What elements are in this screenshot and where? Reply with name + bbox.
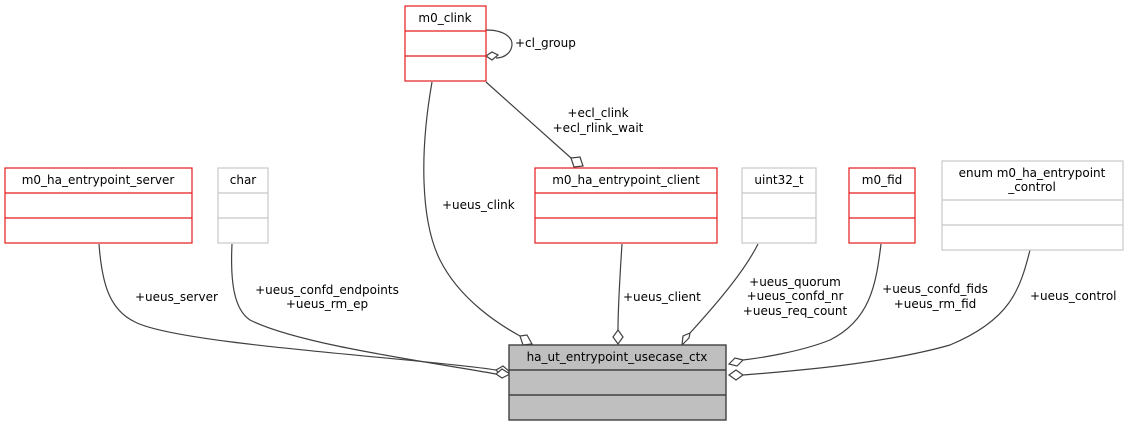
class-title-line-1: enum m0_ha_entrypoint: [959, 166, 1106, 180]
edge-client-diamond: [612, 328, 624, 346]
edge-cl-group-diamond: [484, 51, 500, 61]
edge-uint32-diamond: [681, 331, 691, 347]
edge-label-ueus-clink: +ueus_clink: [442, 198, 515, 212]
edge-uint32: [689, 243, 759, 334]
class-title-line-2: _control: [1007, 180, 1056, 194]
edge-fid-diamond: [727, 357, 745, 367]
edge-label-ueus-rm-fid: +ueus_rm_fid: [894, 297, 977, 311]
edge-label-ecl-rlink-wait: +ecl_rlink_wait: [553, 121, 644, 135]
class-m0-ha-entrypoint-client[interactable]: m0_ha_entrypoint_client: [534, 167, 718, 244]
class-m0-clink[interactable]: m0_clink: [404, 5, 487, 82]
edge-fid: [742, 243, 882, 361]
class-title: m0_clink: [418, 11, 471, 25]
edge-label-ueus-confd-endpoints: +ueus_confd_endpoints: [255, 283, 399, 297]
class-title: ha_ut_entrypoint_usecase_ctx: [527, 350, 708, 364]
class-title: m0_ha_entrypoint_client: [552, 173, 700, 187]
edge-label-ueus-client: +ueus_client: [623, 290, 701, 304]
edge-cl-group: [485, 29, 513, 59]
edge-label-ueus-control: +ueus_control: [1030, 289, 1117, 303]
edge-label-ueus-rm-ep: +ueus_rm_ep: [286, 297, 368, 311]
class-title: m0_ha_entrypoint_server: [22, 173, 175, 187]
edge-clink-diamond: [519, 334, 533, 346]
class-title: m0_fid: [862, 173, 903, 187]
class-title: uint32_t: [754, 173, 804, 187]
edge-label-cl-group: +cl_group: [515, 36, 576, 50]
class-char[interactable]: char: [217, 167, 269, 244]
edge-label-ueus-confd-nr: +ueus_confd_nr: [747, 289, 844, 303]
edge-client: [617, 243, 623, 331]
edge-ecl: [485, 81, 572, 159]
edge-ecl-diamond: [570, 156, 584, 168]
edge-control: [742, 249, 1031, 376]
edge-char: [231, 243, 497, 375]
edge-label-ueus-req-count: +ueus_req_count: [743, 304, 848, 318]
class-title: char: [230, 173, 257, 187]
class-enum-m0-ha-entrypoint-control[interactable]: enum m0_ha_entrypoint _control: [941, 160, 1124, 251]
edge-label-ueus-server: +ueus_server: [135, 290, 218, 304]
class-ha-ut-entrypoint-usecase-ctx[interactable]: ha_ut_entrypoint_usecase_ctx: [508, 344, 727, 421]
edge-label-ecl-clink: +ecl_clink: [567, 106, 628, 120]
class-uint32-t[interactable]: uint32_t: [741, 167, 817, 244]
edge-clink: [423, 81, 521, 337]
class-m0-ha-entrypoint-server[interactable]: m0_ha_entrypoint_server: [4, 167, 193, 244]
class-m0-fid[interactable]: m0_fid: [848, 167, 916, 244]
edge-label-ueus-confd-fids: +ueus_confd_fids: [882, 282, 988, 296]
edge-control-diamond: [727, 369, 745, 381]
edge-label-ueus-quorum: +ueus_quorum: [749, 275, 841, 289]
